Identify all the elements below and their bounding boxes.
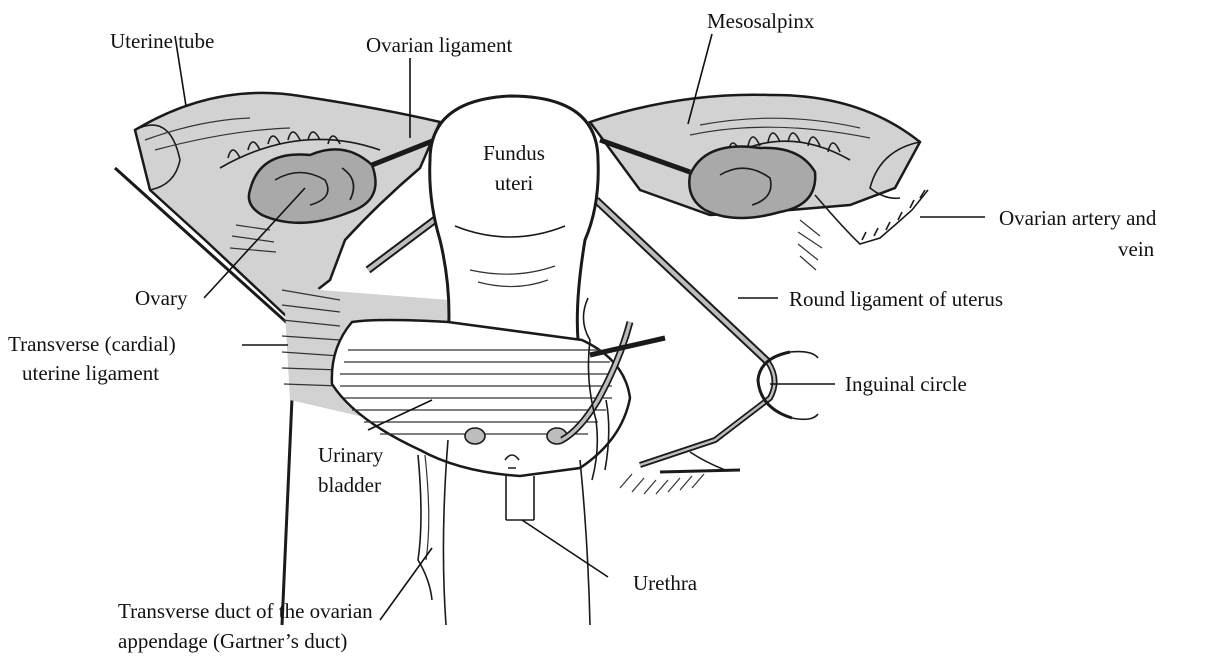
label-transverse-cardial-line1: Transverse (cardial) (8, 332, 176, 356)
label-round-ligament: Round ligament of uterus (789, 287, 1003, 311)
label-gartner-line1: Transverse duct of the ovarian (118, 599, 373, 623)
label-ovary: Ovary (135, 286, 188, 310)
right-ovary (689, 147, 815, 219)
pelvic-wall-hatch (620, 470, 740, 494)
label-urethra: Urethra (633, 571, 698, 595)
label-mesosalpinx: Mesosalpinx (707, 9, 815, 33)
label-urinary-bladder-line1: Urinary (318, 443, 384, 467)
labels: Uterine tube Ovarian ligament Mesosalpin… (8, 9, 1157, 653)
inguinal-circle (758, 352, 818, 420)
label-uterine-tube: Uterine tube (110, 29, 214, 53)
label-ovarian-artery-line2: vein (1118, 237, 1155, 261)
label-ovarian-artery-line1: Ovarian artery and (999, 206, 1157, 230)
label-fundus-uteri-line2: uteri (495, 171, 534, 195)
label-fundus-uteri-line1: Fundus (483, 141, 545, 165)
label-urinary-bladder-line2: bladder (318, 473, 381, 497)
label-transverse-cardial-line2: uterine ligament (22, 361, 159, 385)
label-inguinal-circle: Inguinal circle (845, 372, 967, 396)
label-gartner-line2: appendage (Gartner’s duct) (118, 629, 347, 653)
label-ovarian-ligament: Ovarian ligament (366, 33, 513, 57)
